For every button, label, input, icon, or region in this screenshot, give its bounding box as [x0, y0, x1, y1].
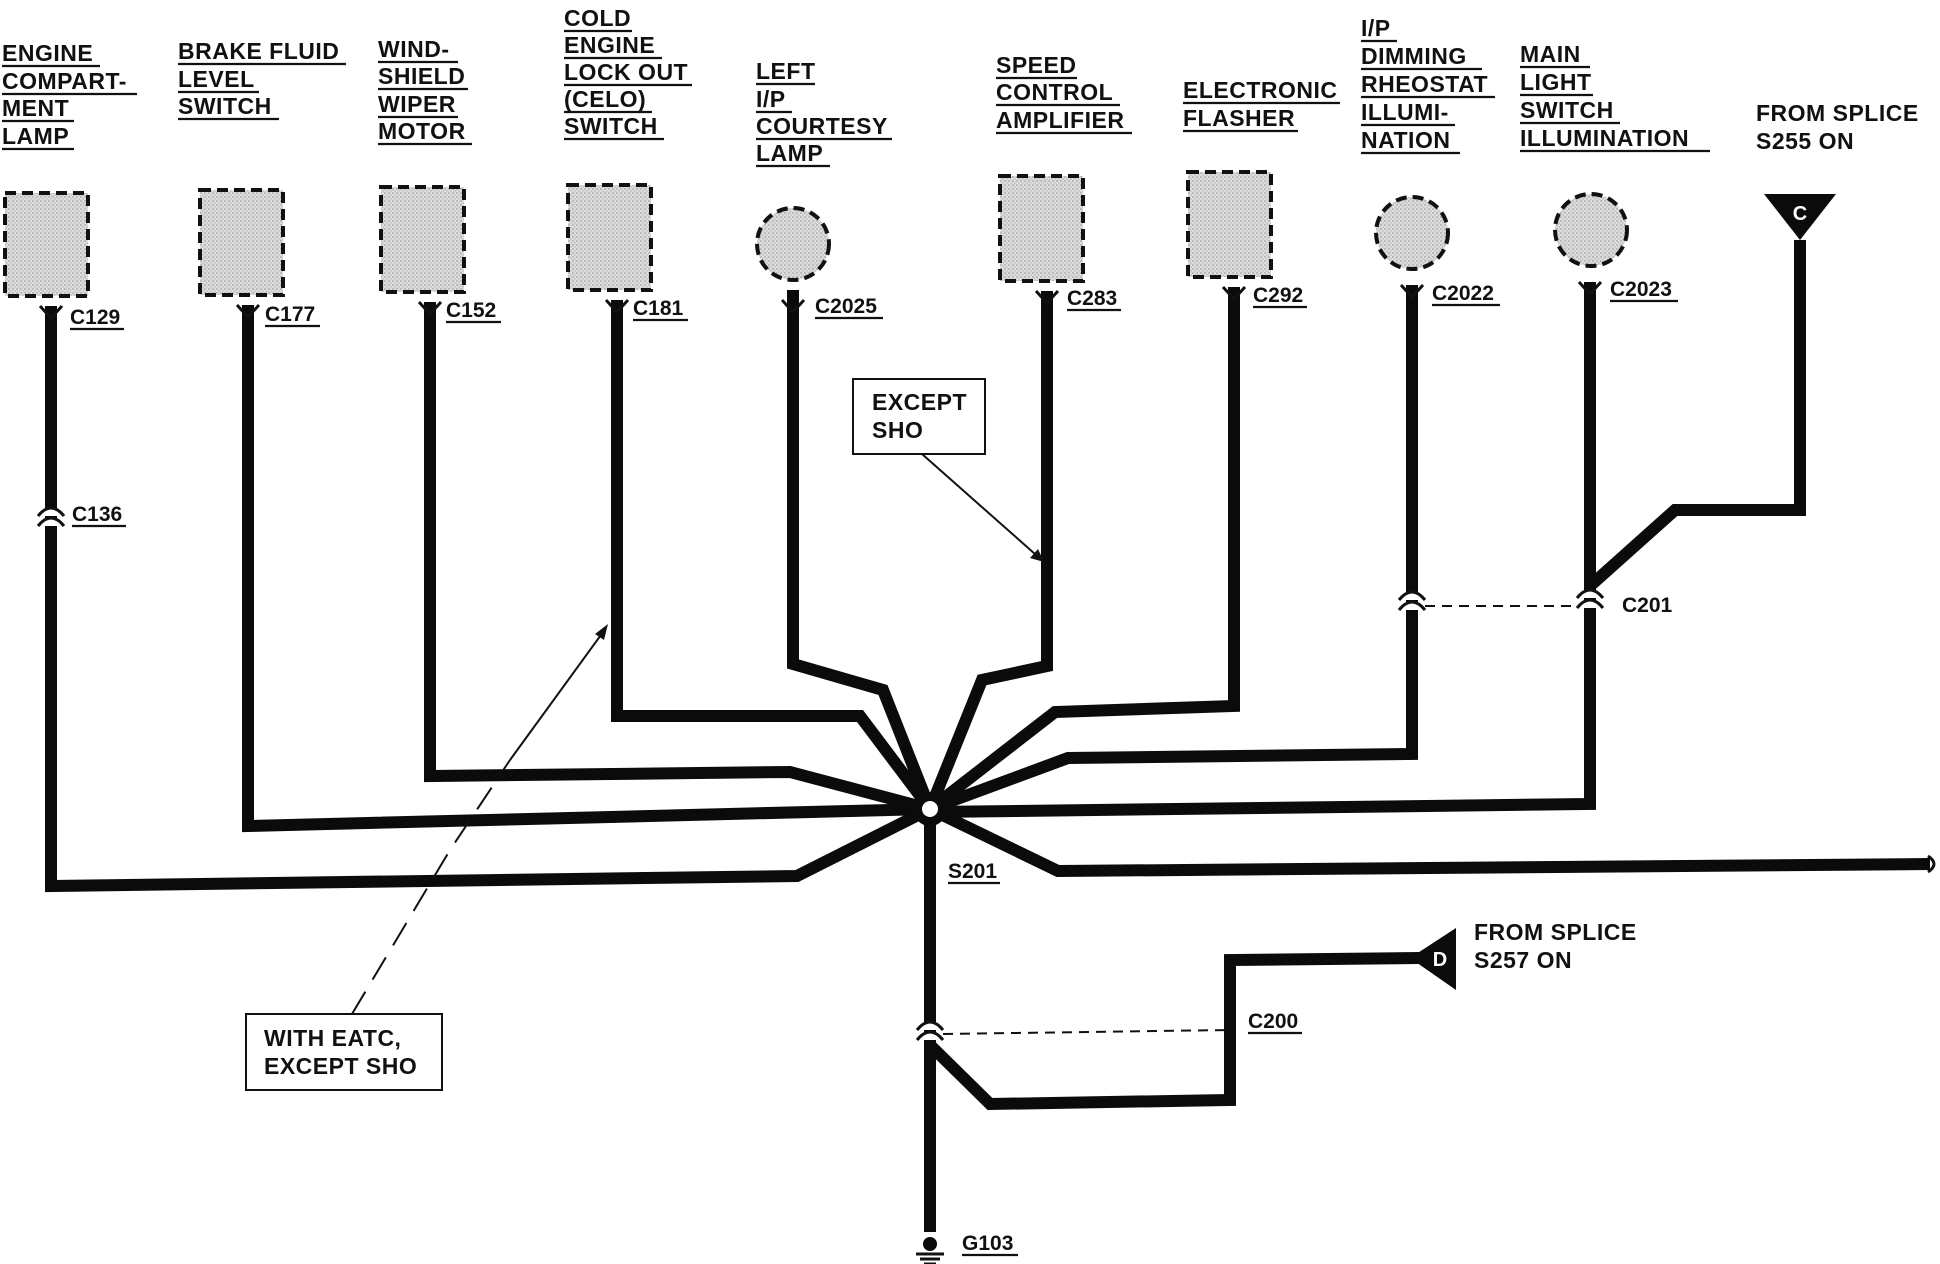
- inline-connector-c201: [1397, 588, 1605, 611]
- label-line: DIMMING: [1361, 43, 1467, 69]
- label-line: COMPART-: [2, 68, 127, 94]
- callout-line: WITH EATC,: [264, 1025, 401, 1051]
- label-line: LAMP: [756, 140, 823, 166]
- label-line: WIPER: [378, 91, 456, 117]
- label-speed-control-amplifier: SPEED CONTROL AMPLIFIER: [996, 52, 1132, 135]
- label-line: ELECTRONIC: [1183, 77, 1338, 103]
- splice-label-s201: S201: [948, 860, 997, 883]
- label-line: FROM SPLICE: [1474, 919, 1637, 945]
- label-line: ILLUMINATION: [1520, 125, 1689, 151]
- label-line: (CELO): [564, 86, 646, 112]
- wires: [45, 240, 1931, 1232]
- splice-d-marker: D: [1410, 928, 1456, 990]
- wire-continuation: [1927, 854, 1936, 874]
- callout-with-eatc-except-sho: WITH EATC, EXCEPT SHO: [245, 624, 608, 1091]
- connector-label-c201: C201: [1622, 594, 1673, 617]
- connector-labels: C129 C177 C152 C181 C2025 C283 C292 C202…: [70, 278, 1678, 1257]
- label-line: FLASHER: [1183, 105, 1295, 131]
- label-left-ip-courtesy-lamp: LEFT I/P COURTESY LAMP: [756, 58, 892, 168]
- engine-compartment-lamp: [3, 191, 90, 298]
- label-line: LIGHT: [1520, 69, 1592, 95]
- label-line: I/P: [756, 86, 786, 112]
- connector-label-c2025: C2025: [815, 295, 877, 318]
- splice-s201: [913, 792, 947, 826]
- label-line: S255 ON: [1756, 128, 1854, 154]
- splice-letter: D: [1433, 949, 1447, 971]
- windshield-wiper-motor: [379, 185, 466, 294]
- callout-line: SHO: [872, 417, 923, 443]
- label-line: CONTROL: [996, 79, 1113, 105]
- connector-label-c2023: C2023: [1610, 278, 1672, 301]
- callout-line: EXCEPT: [872, 389, 967, 415]
- label-line: ILLUMI-: [1361, 99, 1449, 125]
- ground-label-g103: G103: [962, 1232, 1013, 1255]
- label-line: SWITCH: [178, 93, 272, 119]
- speed-control-amplifier: [998, 174, 1085, 283]
- left-ip-courtesy-lamp: [755, 206, 831, 282]
- connector-label-c136: C136: [72, 503, 122, 526]
- splice-letter: C: [1793, 203, 1807, 225]
- label-line: I/P: [1361, 15, 1391, 41]
- label-line: ENGINE: [564, 32, 655, 58]
- callout-line: EXCEPT SHO: [264, 1053, 417, 1079]
- connector-label-c292: C292: [1253, 284, 1303, 307]
- label-main-light-switch-illumination: MAIN LIGHT SWITCH ILLUMINATION: [1520, 41, 1710, 153]
- label-line: MOTOR: [378, 118, 466, 144]
- connector-label-c2022: C2022: [1432, 282, 1494, 305]
- label-line: MENT: [2, 95, 69, 121]
- label-line: COLD: [564, 5, 631, 31]
- splice-c-marker: C: [1764, 194, 1836, 240]
- label-line: COURTESY: [756, 113, 888, 139]
- label-line: RHEOSTAT: [1361, 71, 1488, 97]
- label-line: SWITCH: [564, 113, 658, 139]
- label-line: LEFT: [756, 58, 816, 84]
- connector-symbols: [38, 280, 1603, 321]
- ip-dimming-rheostat: [1374, 195, 1450, 271]
- connector-label-c152: C152: [446, 299, 496, 322]
- electronic-flasher: [1186, 170, 1273, 279]
- connector-label-c200: C200: [1248, 1010, 1298, 1033]
- label-line: AMPLIFIER: [996, 107, 1124, 133]
- connector-label-c283: C283: [1067, 287, 1117, 310]
- celo-switch: [566, 183, 653, 292]
- label-line: WIND-: [378, 36, 449, 62]
- label-line: BRAKE FLUID: [178, 38, 339, 64]
- label-line: LOCK OUT: [564, 59, 688, 85]
- inline-connector-c136: [36, 506, 66, 527]
- label-line: FROM SPLICE: [1756, 100, 1919, 126]
- label-line: SHIELD: [378, 63, 465, 89]
- label-from-splice-s257: FROM SPLICE S257 ON: [1474, 919, 1637, 973]
- label-celo-switch: COLD ENGINE LOCK OUT (CELO) SWITCH: [564, 5, 692, 141]
- connector-label-c177: C177: [265, 303, 315, 326]
- label-brake-fluid-level-switch: BRAKE FLUID LEVEL SWITCH: [178, 38, 346, 121]
- label-line: MAIN: [1520, 41, 1581, 67]
- main-light-switch: [1553, 192, 1629, 268]
- brake-fluid-level-switch: [198, 188, 285, 297]
- label-line: SPEED: [996, 52, 1076, 78]
- label-line: LEVEL: [178, 66, 255, 92]
- label-line: NATION: [1361, 127, 1450, 153]
- label-from-splice-s255: FROM SPLICE S255 ON: [1756, 100, 1919, 154]
- label-line: LAMP: [2, 123, 69, 149]
- connector-label-c129: C129: [70, 306, 120, 329]
- label-line: ENGINE: [2, 40, 93, 66]
- c200-dashed-link: [942, 1029, 1231, 1035]
- label-windshield-wiper-motor: WIND- SHIELD WIPER MOTOR: [378, 36, 472, 146]
- callout-except-sho: EXCEPT SHO: [852, 378, 1045, 563]
- connector-label-c181: C181: [633, 297, 684, 320]
- ground-symbol: [916, 1237, 944, 1264]
- label-line: SWITCH: [1520, 97, 1614, 123]
- label-ip-dimming-rheostat-illumination: I/P DIMMING RHEOSTAT ILLUMI- NATION: [1361, 15, 1495, 155]
- label-electronic-flasher: ELECTRONIC FLASHER: [1183, 77, 1340, 133]
- label-engine-compartment-lamp: ENGINE COMPART- MENT LAMP: [2, 40, 137, 151]
- label-line: S257 ON: [1474, 947, 1572, 973]
- inline-connector-c200: [915, 1020, 945, 1041]
